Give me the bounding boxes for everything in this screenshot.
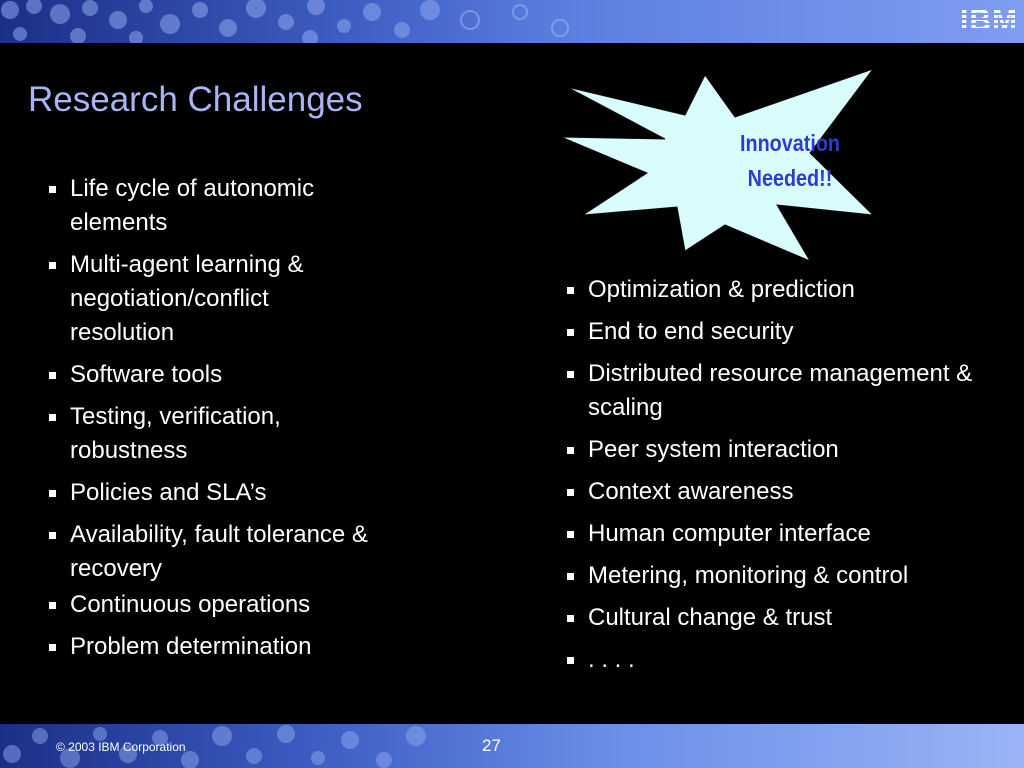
list-item: Peer system interaction [558, 433, 998, 467]
page-number: 27 [482, 736, 501, 755]
list-item: Policies and SLA’s [40, 476, 370, 510]
list-item: Availability, fault tolerance & recovery [40, 518, 370, 586]
callout-text: Innovation Needed!! [713, 126, 868, 196]
list-item: Cultural change & trust [558, 601, 998, 635]
header-band: IBM [0, 0, 1024, 43]
ibm-logo: IBM [960, 4, 1018, 37]
callout-line-2: Needed!! [747, 165, 833, 191]
list-item: Testing, verification, robustness [40, 400, 370, 468]
starburst-callout-shape [560, 67, 875, 263]
list-item: End to end security [558, 315, 998, 349]
list-item: Life cycle of autonomic elements [40, 172, 370, 240]
decorative-dots [3, 725, 426, 768]
list-item: . . . . [558, 643, 998, 677]
list-item: Software tools [40, 358, 370, 392]
decorative-dots [1, 0, 569, 43]
left-bullet-list: Life cycle of autonomic elements Multi-a… [40, 172, 370, 672]
list-item: Optimization & prediction [558, 273, 998, 307]
copyright-text: © 2003 IBM Corporation [56, 740, 186, 754]
callout-line-1: Innovation [739, 130, 841, 156]
list-item: Multi-agent learning & negotiation/confl… [40, 248, 370, 350]
list-item: Context awareness [558, 475, 998, 509]
page-title: Research Challenges [28, 80, 363, 119]
list-item: Human computer interface [558, 517, 998, 551]
list-item: Continuous operations [40, 588, 370, 622]
list-item: Metering, monitoring & control [558, 559, 998, 593]
footer-band: © 2003 IBM Corporation 27 [0, 724, 1024, 768]
right-bullet-list: Optimization & prediction End to end sec… [558, 273, 998, 685]
list-item: Distributed resource management & scalin… [558, 357, 998, 425]
list-item: Problem determination [40, 630, 370, 664]
